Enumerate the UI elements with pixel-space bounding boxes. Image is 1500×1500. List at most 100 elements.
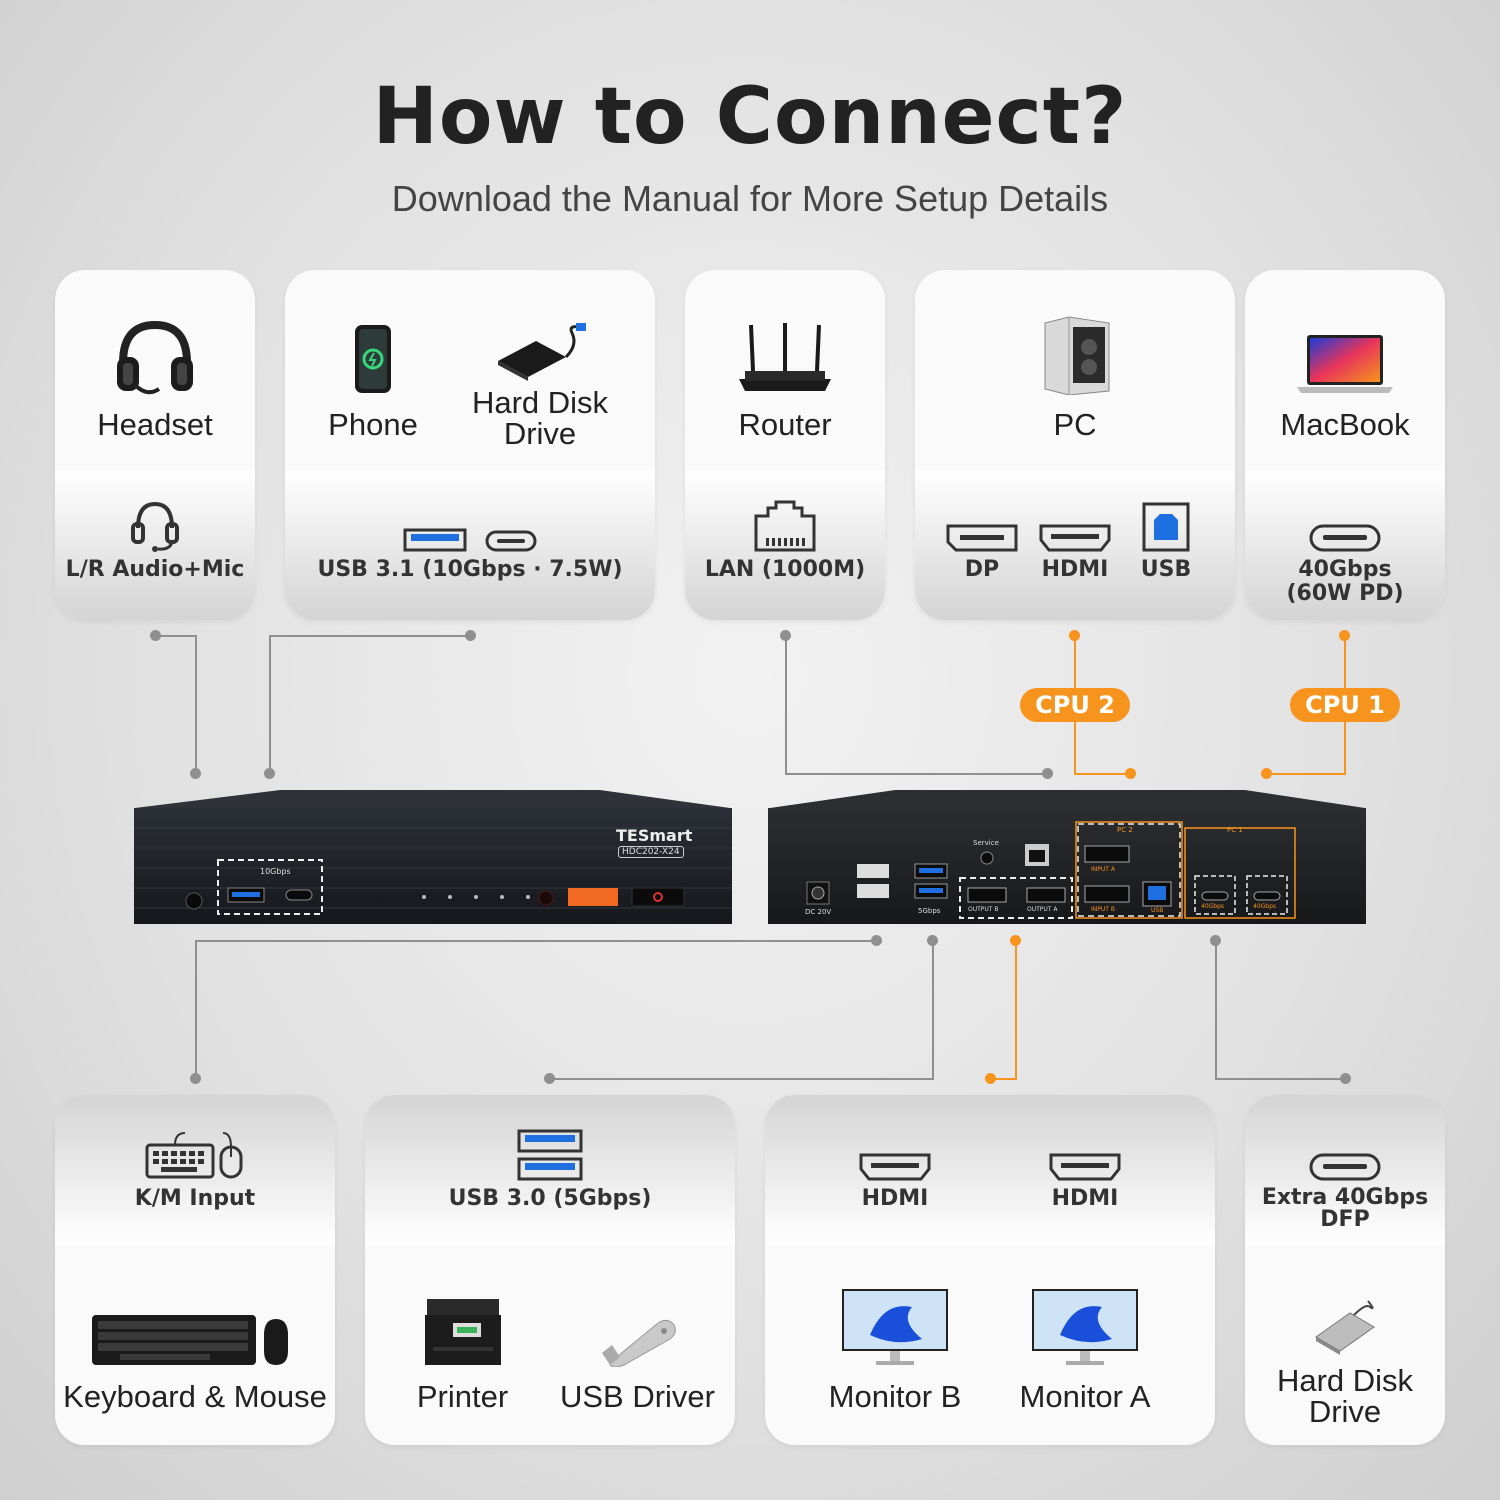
device-name: Headset — [97, 407, 213, 442]
service-label: Service — [973, 839, 999, 847]
card-band — [55, 470, 255, 620]
usb-c-port-icon — [1309, 524, 1381, 552]
monitor-icon — [842, 1289, 948, 1365]
port-thunderbolt: 40Gbps (60W PD) — [1245, 496, 1445, 606]
pc1-label: PC 1 — [1227, 826, 1243, 834]
port-label: HDMI — [1041, 557, 1109, 582]
device-keyboard-mouse: Keyboard & Mouse — [55, 1295, 335, 1412]
printer-icon — [424, 1299, 501, 1365]
card-km: K/M Input Keyboard & Mouse — [55, 1095, 335, 1445]
page-title: How to Connect? — [372, 72, 1128, 162]
card-phone-hdd: Phone Hard Disk Drive USB 3.1 (10Gbps · … — [285, 270, 655, 620]
usb-drive-icon — [601, 1319, 676, 1367]
rear-usb-speed: 5Gbps — [918, 907, 941, 915]
usb-b-port-icon — [1142, 502, 1190, 552]
device-name: Monitor A — [1019, 1379, 1151, 1414]
dc-label: DC 20V — [805, 908, 832, 916]
port-lan: LAN (1000M) — [685, 496, 885, 582]
port-hdmi: HDMI — [1030, 496, 1120, 582]
phone-icon — [355, 325, 391, 393]
port-dp: DP — [937, 496, 1027, 582]
model-label: HDC202-X24 — [618, 846, 684, 858]
port-label: HDMI — [861, 1186, 929, 1211]
device-pc: PC — [915, 315, 1235, 440]
ethernet-port-icon — [754, 500, 816, 552]
card-dfp: Extra 40Gbps DFP Hard Disk Drive — [1245, 1095, 1445, 1445]
device-name: Keyboard & Mouse — [63, 1379, 327, 1414]
tb2-speed: 40Gbps — [1253, 903, 1277, 910]
device-hard-disk-drive: Hard Disk Drive — [1245, 1275, 1445, 1427]
device-name: USB Driver — [559, 1379, 715, 1414]
headset-icon — [117, 320, 193, 395]
hard-disk-icon — [1315, 1300, 1375, 1355]
keyboard-mouse-icon — [145, 1132, 243, 1179]
card-router: Router LAN (1000M) — [685, 270, 885, 620]
cpu1-badge: CPU 1 — [1290, 688, 1400, 722]
device-hard-disk-drive: Hard Disk Drive — [455, 315, 625, 449]
input-a-label: INPUT A — [1091, 866, 1115, 873]
device-monitor-a: Monitor A — [990, 1285, 1180, 1412]
port-label: DP — [964, 557, 1000, 582]
card-band — [1245, 470, 1445, 620]
device-router: Router — [685, 315, 885, 440]
card-band — [765, 1095, 1215, 1245]
keyboard-icon — [92, 1315, 288, 1365]
headset-mic-icon — [131, 501, 179, 552]
card-headset: Headset L/R Audio+Mic — [55, 270, 255, 620]
input-b-label: INPUT B — [1091, 906, 1115, 913]
port-label: L/R Audio+Mic — [65, 557, 245, 582]
port-label: USB 3.1 (10Gbps · 7.5W) — [317, 557, 623, 582]
hdmi-port-icon — [1039, 524, 1111, 552]
device-name: MacBook — [1280, 407, 1410, 442]
pc-tower-icon — [1044, 316, 1110, 395]
port-label: 40Gbps (60W PD) — [1286, 557, 1404, 606]
cpu2-badge: CPU 2 — [1020, 688, 1130, 722]
device-name: Phone — [328, 407, 418, 442]
device-name: Router — [738, 407, 832, 442]
displayport-icon — [946, 524, 1018, 552]
port-label: USB — [1140, 557, 1192, 582]
device-headset: Headset — [55, 315, 255, 440]
port-label: Extra 40Gbps DFP — [1261, 1185, 1429, 1232]
hdmi-port-icon — [859, 1153, 931, 1181]
device-monitor-b: Monitor B — [800, 1285, 990, 1412]
port-label: K/M Input — [134, 1186, 256, 1211]
port-hdmi-a: HDMI — [1010, 1125, 1160, 1211]
card-band — [915, 470, 1235, 620]
port-audio: L/R Audio+Mic — [55, 496, 255, 582]
usb-c-port-icon — [1309, 1153, 1381, 1181]
router-icon — [739, 323, 831, 391]
pc2-label: PC 2 — [1117, 826, 1133, 834]
device-name: Hard Disk Drive — [471, 385, 609, 451]
output-a-label: OUTPUT A — [1027, 906, 1058, 913]
output-b-label: OUTPUT B — [968, 906, 999, 913]
brand-logo: TESmart — [616, 826, 693, 845]
usb-c-port-icon — [485, 530, 537, 552]
usb-b-label: USB — [1151, 907, 1164, 914]
port-label: HDMI — [1051, 1186, 1119, 1211]
card-band — [285, 470, 655, 620]
card-macbook: MacBook 40Gbps (60W PD) — [1245, 270, 1445, 620]
card-pc: PC DP HDMI USB — [915, 270, 1235, 620]
port-dfp: Extra 40Gbps DFP — [1245, 1125, 1445, 1231]
device-name: Printer — [416, 1379, 509, 1414]
hard-disk-icon — [498, 323, 586, 381]
page-subtitle: Download the Manual for More Setup Detai… — [391, 178, 1109, 219]
card-band — [1245, 1095, 1445, 1245]
kvm-rear-unit: Service DC 20V 5Gbps PC 2 PC 1 OUTPUT B … — [765, 788, 1370, 928]
port-usb30: USB 3.0 (5Gbps) — [365, 1125, 735, 1211]
hdmi-port-icon — [1049, 1153, 1121, 1181]
device-name: PC — [1053, 407, 1097, 442]
port-hdmi-b: HDMI — [820, 1125, 970, 1211]
port-label: USB 3.0 (5Gbps) — [448, 1186, 652, 1211]
kvm-front-unit: TESmart HDC202-X24 10Gbps — [130, 788, 735, 928]
tb1-speed: 40Gbps — [1201, 903, 1225, 910]
usb-a-port-icon — [403, 528, 467, 552]
port-usb-b: USB — [1121, 496, 1211, 582]
device-printer: Printer — [385, 1295, 540, 1412]
port-usb31: USB 3.1 (10Gbps · 7.5W) — [285, 496, 655, 582]
monitor-icon — [1032, 1289, 1138, 1365]
device-usb-driver: USB Driver — [555, 1295, 720, 1412]
laptop-icon — [1297, 335, 1393, 393]
card-hdmi-out: HDMI HDMI Monitor B Monitor A — [765, 1095, 1215, 1445]
